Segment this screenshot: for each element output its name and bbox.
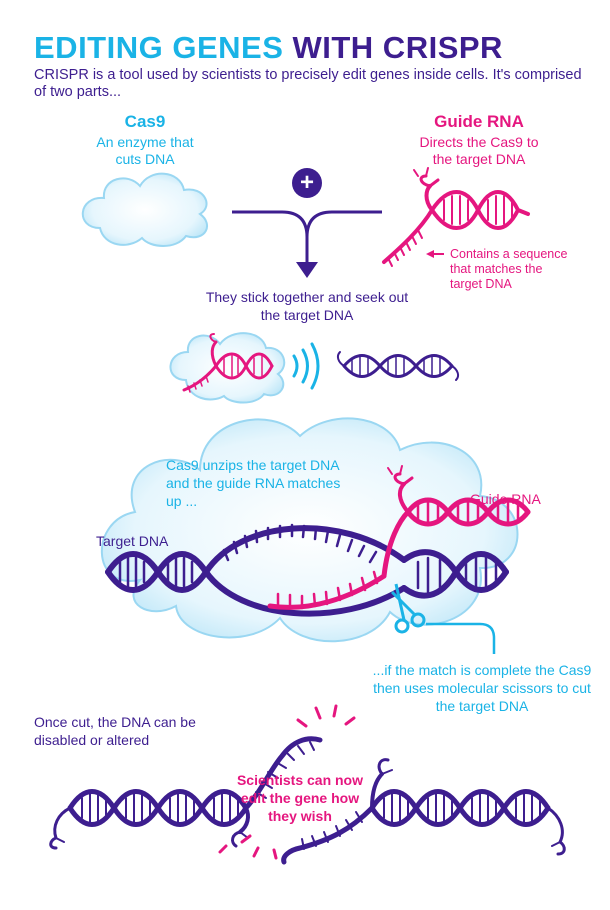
cas9-desc: An enzyme that cuts DNA bbox=[96, 134, 194, 167]
join-arrow bbox=[232, 210, 382, 262]
arrow-head bbox=[296, 262, 318, 278]
label-guide-rna: Guide RNA bbox=[470, 491, 541, 507]
unzip-note: Cas9 unzips the target DNA and the guide… bbox=[166, 457, 341, 509]
plus-symbol: + bbox=[299, 169, 314, 196]
cas9-cloud bbox=[81, 172, 208, 247]
page-title: EDITING GENES WITH CRISPR bbox=[34, 30, 503, 66]
scissors-icon bbox=[390, 583, 426, 634]
edit-note: Scientists can now edit the gene how the… bbox=[236, 772, 364, 824]
note-arrow bbox=[426, 250, 444, 258]
plus-circle bbox=[292, 168, 322, 198]
title-part-1: EDITING GENES bbox=[34, 30, 284, 65]
cut-dna-right bbox=[281, 758, 566, 865]
intro-text: CRISPR is a tool used by scientists to p… bbox=[34, 67, 582, 100]
signal-arcs bbox=[292, 342, 320, 390]
matched-guide-rna bbox=[267, 465, 531, 610]
small-target-dna bbox=[336, 351, 460, 381]
guide-rna-desc: Directs the Cas9 to the target DNA bbox=[419, 134, 539, 167]
cas9-block: Cas9 An enzyme that cuts DNA bbox=[70, 112, 220, 168]
complex-cloud bbox=[169, 332, 286, 404]
cas9-heading: Cas9 bbox=[124, 112, 166, 131]
sequence-note: Contains a sequence that matches the tar… bbox=[450, 247, 568, 291]
scissors-connector bbox=[426, 622, 496, 654]
label-target-dna: Target DNA bbox=[96, 533, 169, 549]
title-part-2: WITH CRISPR bbox=[292, 30, 503, 65]
big-target-dna bbox=[105, 523, 509, 617]
guide-rna-block: Guide RNA Directs the Cas9 to the target… bbox=[394, 112, 564, 168]
cut-sparks bbox=[218, 704, 356, 860]
complex-guide-rna bbox=[182, 333, 274, 393]
cut-dna-left bbox=[49, 736, 323, 850]
guide-rna-heading: Guide RNA bbox=[434, 112, 524, 131]
cut-result-note: Once cut, the DNA can be disabled or alt… bbox=[34, 714, 196, 748]
cut-note: ...if the match is complete the Cas9 the… bbox=[372, 662, 592, 714]
guide-rna-illustration bbox=[382, 167, 530, 267]
step-stick-together: They stick together and seek out the tar… bbox=[205, 289, 409, 323]
